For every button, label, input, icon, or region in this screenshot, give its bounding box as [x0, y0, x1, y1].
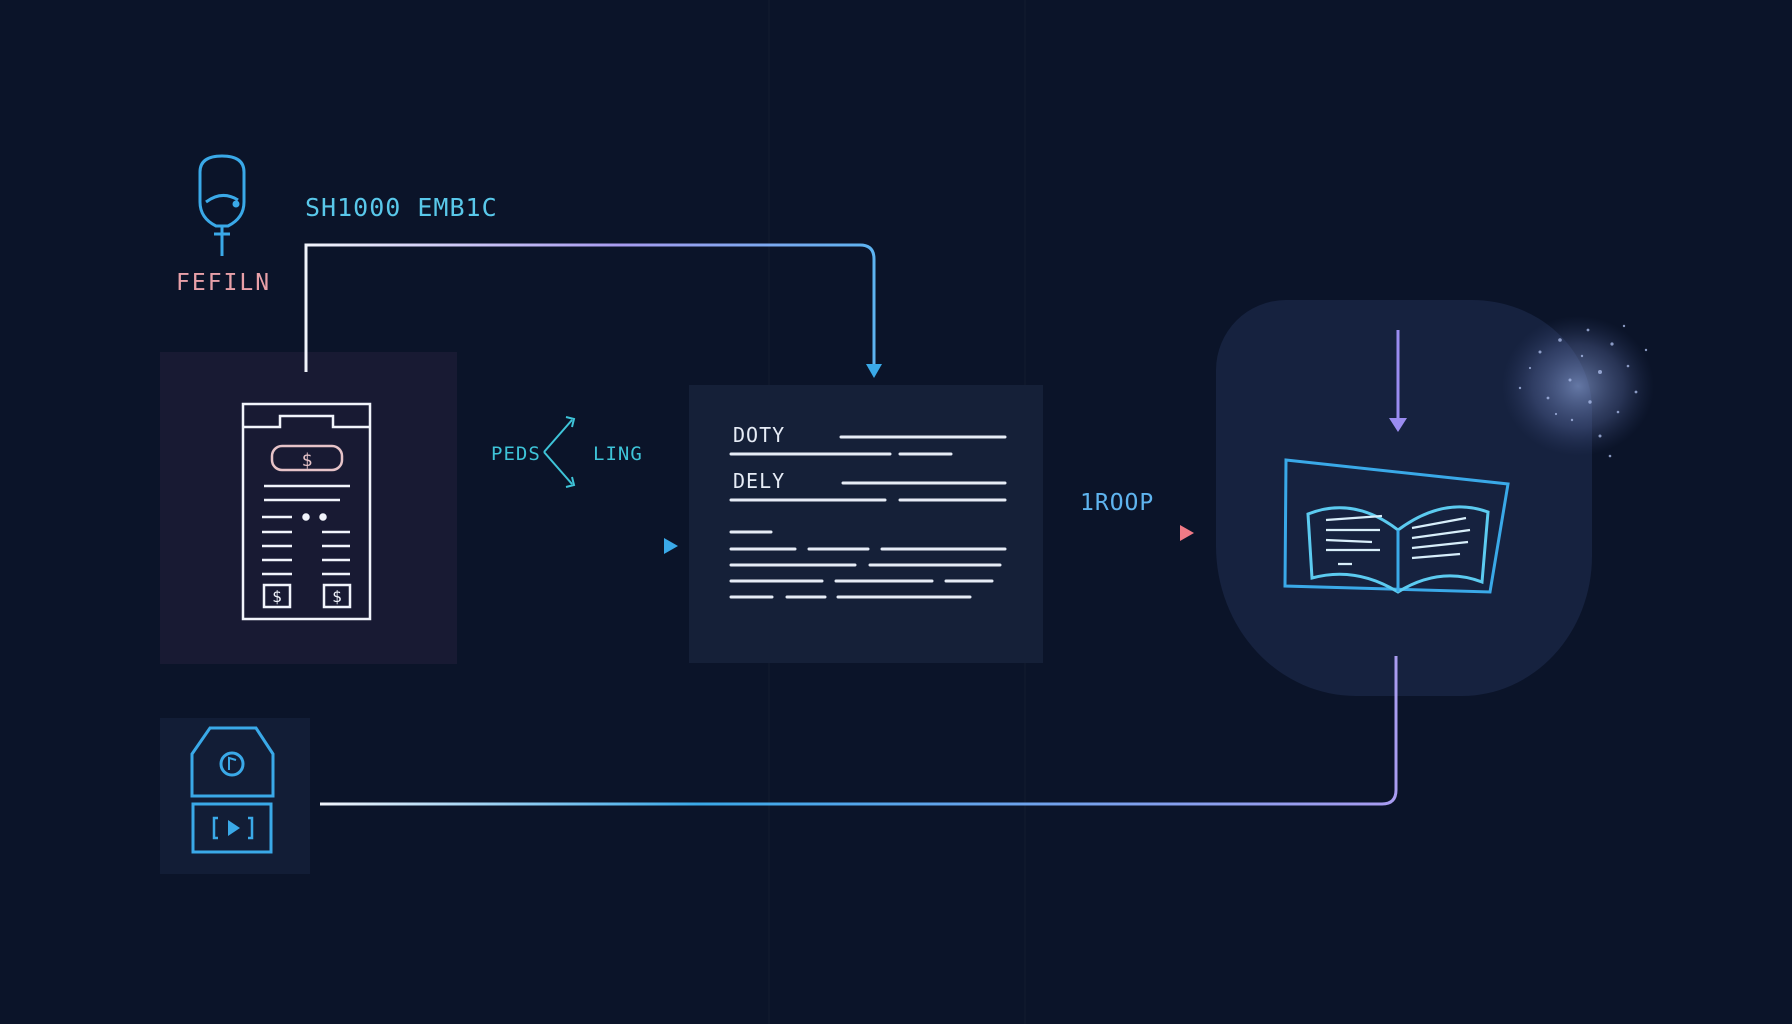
particle-cloud: [1502, 316, 1654, 458]
top-flow-label: SH1000 EMB1C: [305, 193, 498, 222]
receipt-dollar: $: [302, 450, 313, 471]
receipt-dollar-right: $: [332, 587, 342, 606]
feel-label: FEFILN: [176, 270, 272, 296]
top-connector: [304, 243, 876, 372]
bottom-connector: [320, 656, 1398, 806]
ling-label: LING: [593, 443, 643, 465]
document-lines: [729, 435, 1007, 599]
roop-label: 1ROOP: [1080, 490, 1155, 516]
bulb-icon: [198, 154, 246, 256]
receipt-dollar-left: $: [272, 587, 282, 606]
document-panel: [689, 385, 1043, 663]
top-arrow-head: [866, 364, 882, 378]
book-icon: [1283, 458, 1510, 594]
dely-label: DELY: [733, 469, 786, 493]
play-box-icon: [191, 802, 273, 854]
book-in-arrow-head: [1389, 418, 1407, 432]
fork-icon: [543, 416, 576, 488]
roop-arrow-head: [1180, 525, 1194, 541]
receipt-icon: [241, 402, 372, 621]
shield-icon: [190, 726, 275, 798]
doty-label: DOTY: [733, 423, 786, 447]
peds-label: PEDS: [491, 443, 541, 465]
mid-arrow-head: [664, 538, 678, 554]
